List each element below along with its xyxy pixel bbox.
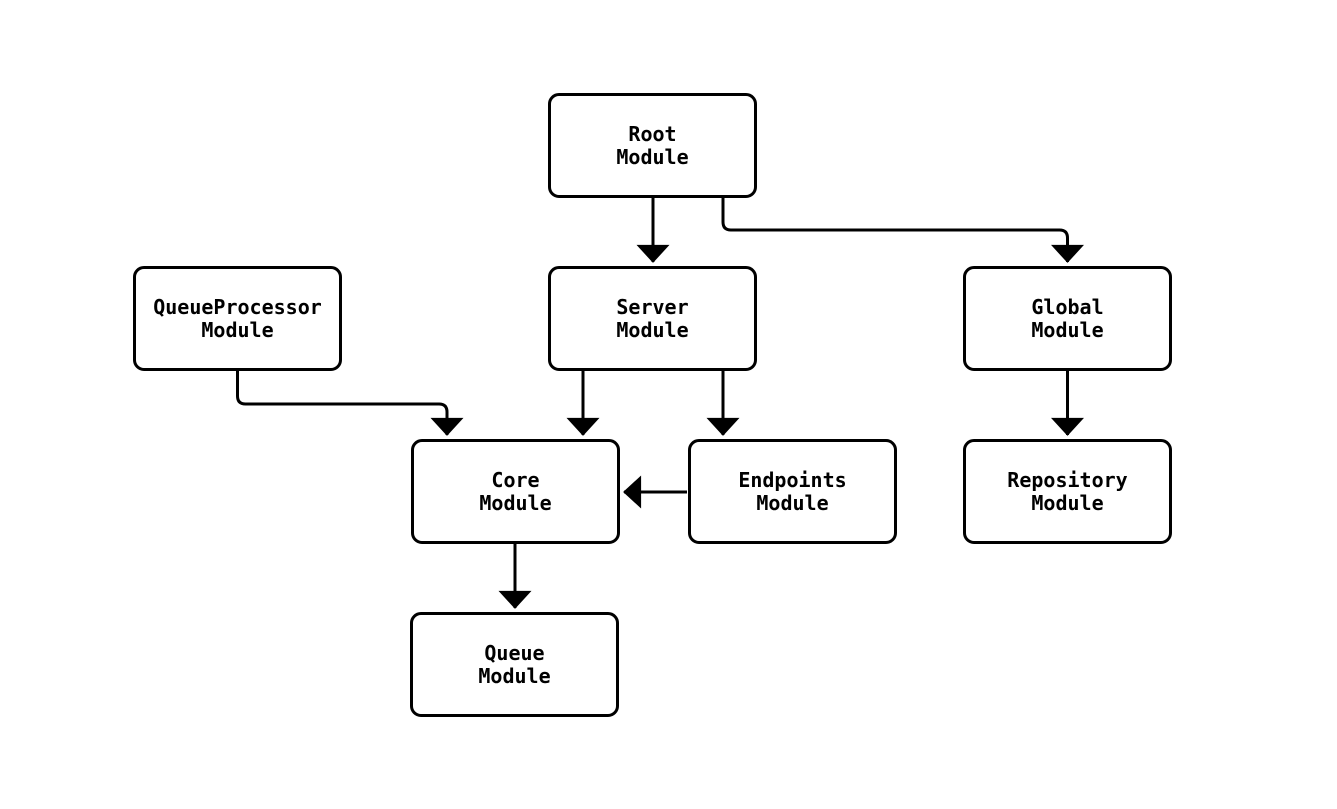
node-server-module: Server Module	[548, 266, 757, 371]
node-label-line1: Server	[616, 294, 689, 319]
node-label-line2: Module	[616, 144, 689, 169]
node-label-line2: Module	[756, 490, 829, 515]
node-label-line2: Module	[479, 490, 552, 515]
edge-root-to-global	[721, 198, 1084, 263]
node-label-line1: QueueProcessor	[153, 294, 322, 319]
node-root-module: Root Module	[548, 93, 757, 198]
node-label-line1: Queue	[484, 640, 545, 665]
node-label-line2: Module	[1031, 317, 1104, 342]
node-queueprocessor-module: QueueProcessor Module	[133, 266, 342, 371]
node-label-line1: Core	[491, 467, 540, 492]
edge-queueprocessor-to-core	[236, 371, 464, 436]
node-core-module: Core Module	[411, 439, 620, 544]
node-label-line2: Module	[478, 663, 551, 688]
node-repository-module: Repository Module	[963, 439, 1172, 544]
node-queue-module: Queue Module	[410, 612, 619, 717]
node-label-line1: Endpoints	[738, 467, 847, 492]
node-label-line1: Root	[628, 121, 677, 146]
node-label-line1: Global	[1031, 294, 1104, 319]
node-label-line2: Module	[201, 317, 274, 342]
node-label-line2: Module	[1031, 490, 1104, 515]
node-endpoints-module: Endpoints Module	[688, 439, 897, 544]
node-global-module: Global Module	[963, 266, 1172, 371]
node-label-line1: Repository	[1007, 467, 1128, 492]
node-label-line2: Module	[616, 317, 689, 342]
